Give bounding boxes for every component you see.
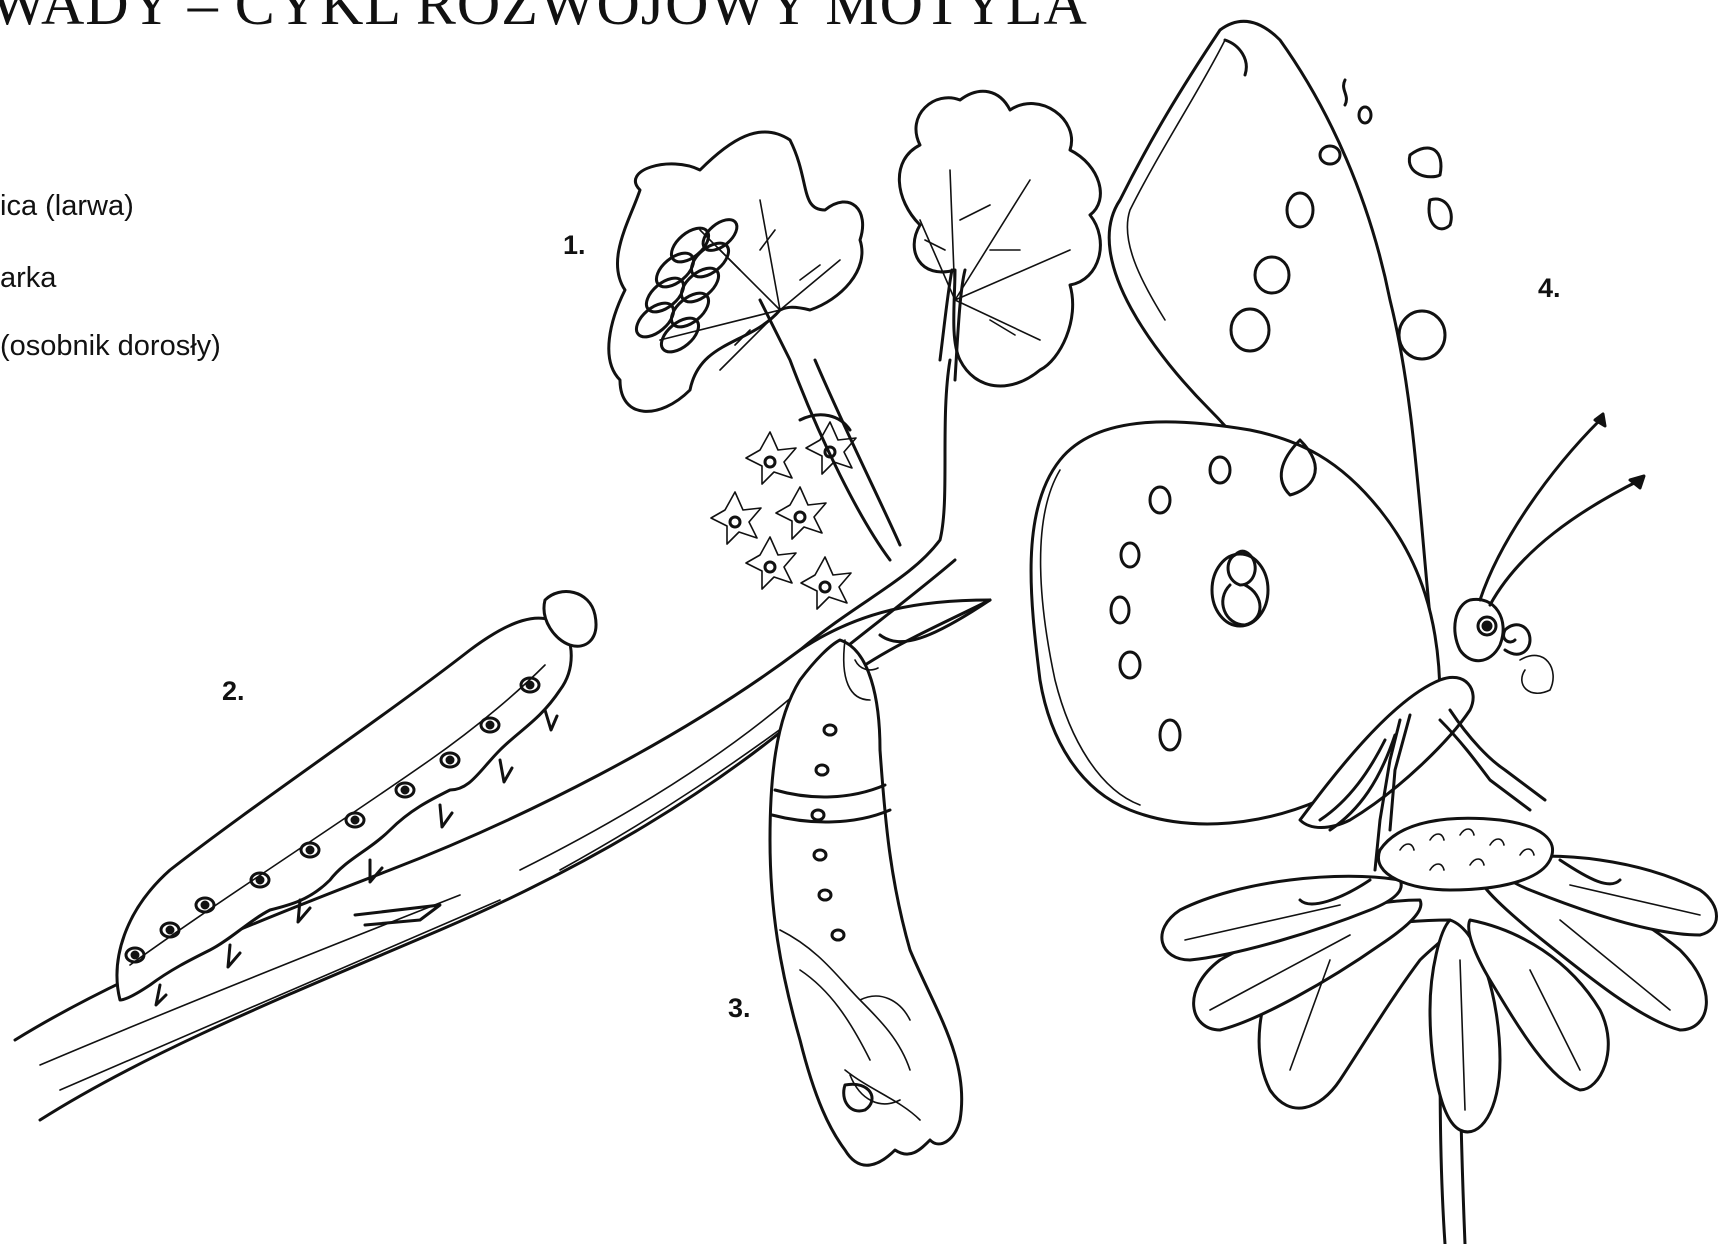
stage-number-3: 3. [728,993,751,1024]
leaf-right [899,91,1100,386]
caterpillar [117,592,596,1005]
leaf-left [609,132,863,411]
stage-number-4: 4. [1538,273,1561,304]
daisy-flower [1162,818,1717,1244]
eggs [630,214,742,359]
chrysalis [770,640,962,1165]
stage-number-2: 2. [222,676,245,707]
butterfly [1031,21,1644,870]
stage-number-1: 1. [563,230,586,261]
blossom-cluster [711,415,856,609]
